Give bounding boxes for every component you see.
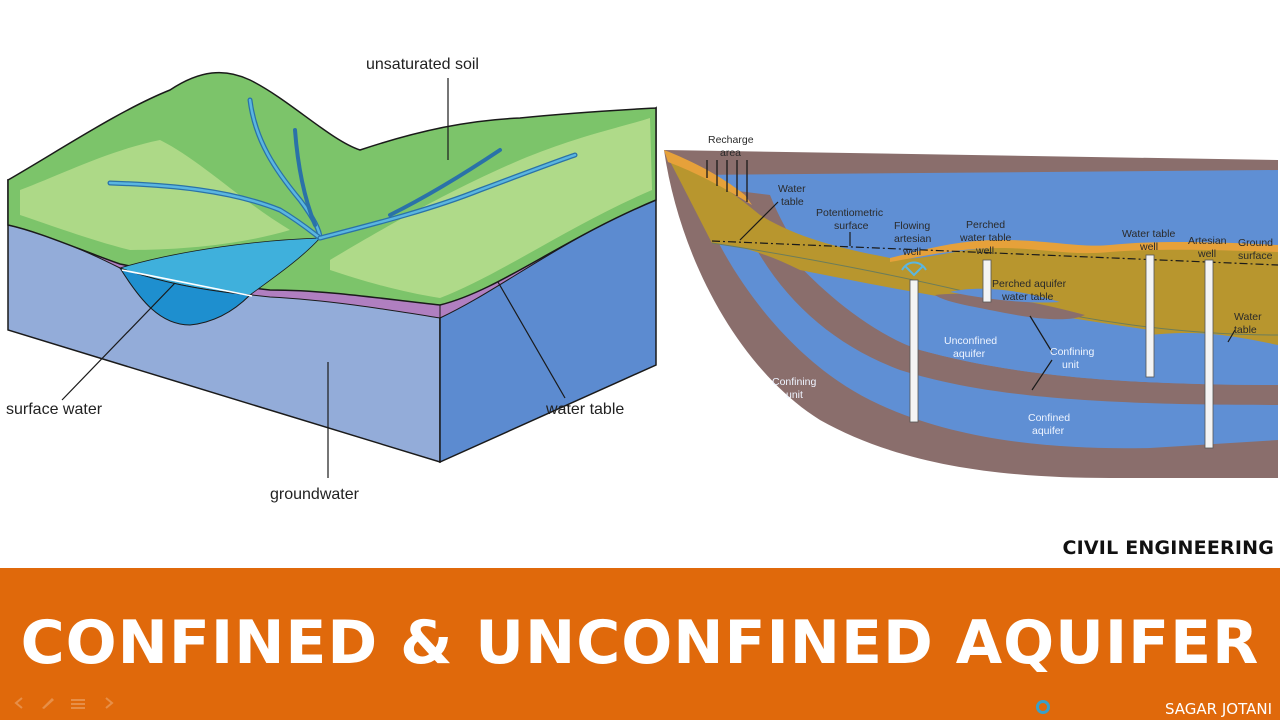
author-name: SAGAR JOTANI (1164, 700, 1272, 718)
pen-icon[interactable] (40, 696, 56, 709)
label-flowing-3: well (902, 246, 921, 258)
channel-logo-icon (1036, 700, 1050, 714)
right-aquifer-cross-section: Recharge area Water table Potentiometric… (664, 134, 1279, 478)
label-groundwater: groundwater (270, 486, 360, 503)
label-wt-well-1: Water table (1122, 228, 1175, 240)
label-confined-2: aquifer (1032, 425, 1065, 437)
label-wt-well-2: well (1139, 241, 1158, 253)
label-water-table-1: Water (778, 183, 806, 195)
prev-slide-icon[interactable] (12, 696, 28, 709)
water-table-line-front (121, 269, 253, 297)
potentiometric-line (711, 240, 1279, 266)
title-banner (0, 568, 1280, 720)
recharge-surface-strip (664, 150, 752, 205)
label-perched-aquifer-2: water table (1001, 291, 1054, 303)
label-recharge-1: Recharge (708, 134, 754, 146)
water-table-well (1145, 254, 1155, 378)
surface-water-front (118, 267, 252, 326)
label-water-table-r-2: table (1234, 324, 1257, 336)
label-unconfined-2: aquifer (953, 348, 986, 360)
label-flowing-2: artesian (894, 233, 932, 245)
recharge-arrows (706, 160, 748, 202)
label-perched-wt-3: well (975, 245, 994, 257)
leader-water-table (497, 281, 566, 399)
brand-text: CIVIL ENGINEERING (1062, 537, 1274, 559)
label-flowing-1: Flowing (894, 220, 930, 232)
slide-title: CONFINED & UNCONFINED AQUIFER (20, 608, 1260, 678)
label-confining-2: unit (1062, 359, 1079, 371)
stream-4 (293, 128, 317, 227)
leader-surface-water (61, 282, 176, 401)
menu-icon[interactable] (70, 696, 86, 709)
next-slide-icon[interactable] (100, 696, 116, 709)
label-surface-water: surface water (6, 401, 103, 418)
perched-aquifer-lens (935, 293, 1085, 320)
label-water-table-r-1: Water (1234, 311, 1262, 323)
middle-confining-unit (730, 190, 1278, 405)
label-unsaturated-soil: unsaturated soil (366, 56, 479, 73)
label-water-table: water table (545, 401, 624, 418)
left-aquifer-diagram: unsaturated soil surface water water tab… (6, 56, 657, 503)
foliage-patch-right (330, 118, 652, 298)
label-confining-left-1: Confining (772, 376, 817, 388)
label-artesian-1: Artesian (1188, 235, 1227, 247)
stream-5 (388, 148, 502, 217)
label-perched-aquifer-1: Perched aquifer (992, 278, 1067, 290)
flowing-artesian-well (901, 261, 927, 423)
perched-water (950, 288, 1060, 303)
label-artesian-2: well (1197, 248, 1216, 260)
label-confined-1: Confined (1028, 412, 1070, 424)
unsaturated-zone (664, 150, 1278, 345)
foliage-patch-left (20, 140, 290, 250)
label-confining-1: Confining (1050, 346, 1095, 358)
artesian-well (1204, 259, 1214, 449)
pointer-lines (739, 201, 1236, 391)
label-water-table-2: table (781, 196, 804, 208)
label-ground-2: surface (1238, 250, 1273, 262)
label-confining-left-2: unit (786, 389, 803, 401)
label-potentiometric-1: Potentiometric (816, 207, 883, 219)
stream-3-inner (318, 153, 577, 240)
label-recharge-2: area (720, 147, 741, 159)
label-perched-wt-1: Perched (966, 219, 1005, 231)
stream-2-inner (108, 181, 322, 240)
stream-1-inner (248, 98, 322, 240)
label-ground-1: Ground (1238, 237, 1273, 249)
label-perched-wt-2: water table (959, 232, 1012, 244)
label-unconfined-1: Unconfined (944, 335, 997, 347)
ground-surface-strip (890, 240, 1278, 262)
label-potentiometric-2: surface (834, 220, 869, 232)
perched-water-table-well (982, 259, 992, 303)
